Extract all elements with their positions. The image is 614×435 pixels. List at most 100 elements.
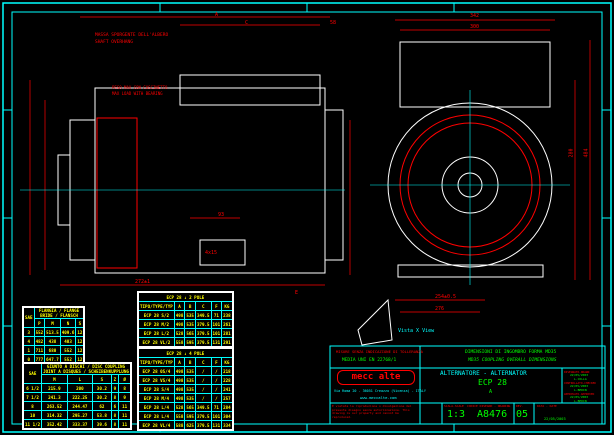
table-cell: 261 (221, 319, 234, 329)
dim-58: 58 (330, 20, 337, 26)
table-cell: 30.2 (92, 392, 112, 402)
table-cell: 535 (184, 310, 196, 320)
approval-role: DISEGNATO-DRAWN (564, 370, 590, 374)
table-cell: 7 1/2 (22, 392, 43, 402)
table-cell: 12 (75, 336, 85, 346)
table-cell: 333.37 (66, 419, 94, 430)
table-cell: 711 (33, 345, 46, 355)
table-cell: 8 (110, 419, 120, 430)
approval-date: 22/05/2003 (570, 395, 589, 399)
table-cell: 558 (173, 337, 186, 348)
dim-93: 93 (218, 212, 225, 218)
column-header: KG (221, 357, 234, 367)
table-cell: 62 (92, 401, 112, 411)
table-cell: 498 (173, 393, 186, 403)
column-header: TIPO/TYPE/TYP (137, 357, 175, 367)
dim-276: 276 (435, 306, 445, 312)
table-cell: 379.5 (194, 328, 212, 338)
table-cell: 8 (110, 392, 120, 402)
table-cell: 131 (210, 420, 223, 431)
table-cell: 352.42 (41, 419, 68, 430)
table-cell: / (210, 393, 223, 403)
note-load-en: MAX LOAD WITH BEARING (112, 91, 163, 96)
approval-name: L.BEDIN (574, 388, 587, 392)
table-cell: 39.6 (92, 419, 112, 430)
table-cell: / (194, 384, 212, 394)
table-cell: 409.6 (59, 327, 77, 337)
table-cell: 565 (184, 402, 196, 412)
table-cell: ECP 28 L/4 (137, 402, 175, 412)
table-cell: 71 (210, 402, 223, 412)
approval-name: L.COLLA (574, 377, 587, 381)
table-cell: ECP 28 S/2 (137, 310, 175, 320)
table-cell: 228 (221, 375, 234, 385)
table-cell: 222.25 (66, 392, 94, 402)
table-cell: 334 (221, 420, 234, 431)
approval-date: 22/05/2003 (570, 373, 589, 377)
meccalte-logo: mecc alte (337, 370, 415, 385)
dim-254: 254±0.5 (435, 294, 457, 300)
dim-c: C (245, 20, 249, 26)
table-cell: 4 (22, 336, 35, 346)
table-cell: 680 (44, 345, 61, 355)
table-cell: ECP 28 0S/4 (137, 366, 175, 376)
dim-342: 342 (470, 13, 480, 19)
table-cell: 101 (210, 328, 223, 338)
table-cell: 498 (173, 310, 186, 320)
table-cell: ECP 28 M/4 (137, 393, 175, 403)
table-cell: 131 (210, 337, 223, 348)
table-cell: 535 (184, 319, 196, 329)
table-cell: 200 (66, 383, 94, 393)
table-cell: ECP 28 VS/4 (137, 375, 175, 385)
approval-name: L.BEDIN (574, 399, 587, 403)
table-cell: / (210, 375, 223, 385)
table-cell: 263.52 (41, 401, 68, 411)
table-cell: 379.5 (194, 337, 212, 348)
table-cell: 314.32 (41, 410, 68, 420)
frame-ticks (3, 3, 611, 432)
table-cell: 9 (110, 383, 120, 393)
table-cell: / (194, 375, 212, 385)
table-cell: 8 (110, 410, 120, 420)
table-cell: 535 (184, 375, 196, 385)
table-cell: 257 (221, 393, 234, 403)
column-header: A (173, 357, 186, 367)
dim-e: E (295, 290, 299, 296)
table-cell: 498 (173, 384, 186, 394)
column-header: C (194, 301, 212, 311)
table-cell: 379.5 (194, 319, 212, 329)
table-cell: 8 (22, 401, 43, 411)
column-header: B (184, 301, 196, 311)
table-cell: 215.9 (41, 383, 68, 393)
table-cell: 11 1/2 (22, 419, 43, 430)
table-cell: 11 (118, 401, 132, 411)
table-cell: 101 (210, 319, 223, 329)
table-cell: 403 (59, 336, 77, 346)
table-cell: 498 (173, 319, 186, 329)
title-block-frame (329, 345, 606, 425)
approval-role: APPROVATO-APPROVED (564, 392, 595, 396)
table-cell: 552 (59, 345, 77, 355)
table-cell: 498 (173, 375, 186, 385)
dim-272: 272±1 (135, 279, 151, 285)
table-cell: ECP 28 VL/2 (137, 337, 175, 348)
